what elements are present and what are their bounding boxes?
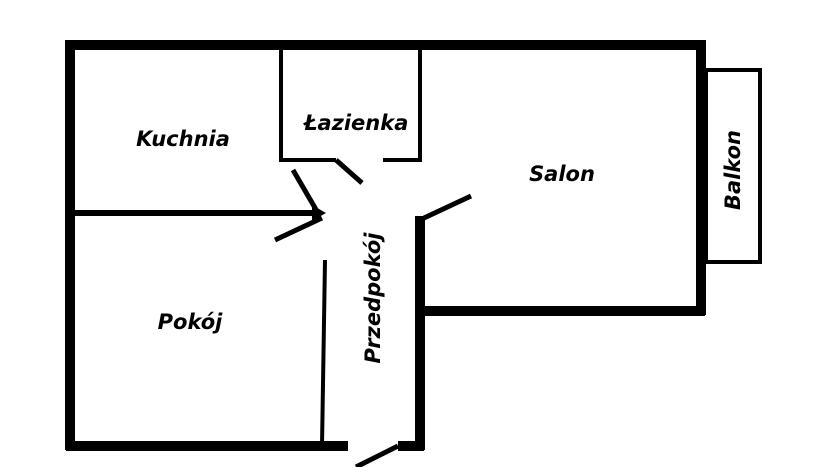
label-bedroom: Pokój (158, 310, 223, 334)
wall-bedroom-hall (320, 259, 327, 447)
label-kitchen: Kuchnia (136, 127, 230, 151)
wall-arrow-tip (312, 205, 326, 221)
wall-bathroom-left (279, 45, 336, 162)
door-salon (422, 193, 473, 221)
room-labels: Kuchnia Łazienka Salon Pokój Balkon Prze… (136, 111, 745, 363)
label-hallway: Przedpokój (361, 232, 385, 364)
outer-walls (65, 40, 706, 451)
door-kitchen (290, 168, 321, 215)
label-balcony: Balkon (721, 130, 745, 210)
interior-walls (70, 45, 422, 447)
wall-bathroom-right (383, 45, 422, 162)
balcony-outline (704, 68, 762, 264)
door-entrance (354, 443, 400, 467)
label-bathroom: Łazienka (303, 111, 409, 135)
door-bathroom (334, 158, 364, 185)
door-bedroom (273, 215, 324, 243)
label-living-room: Salon (529, 162, 595, 186)
doors (273, 158, 473, 467)
